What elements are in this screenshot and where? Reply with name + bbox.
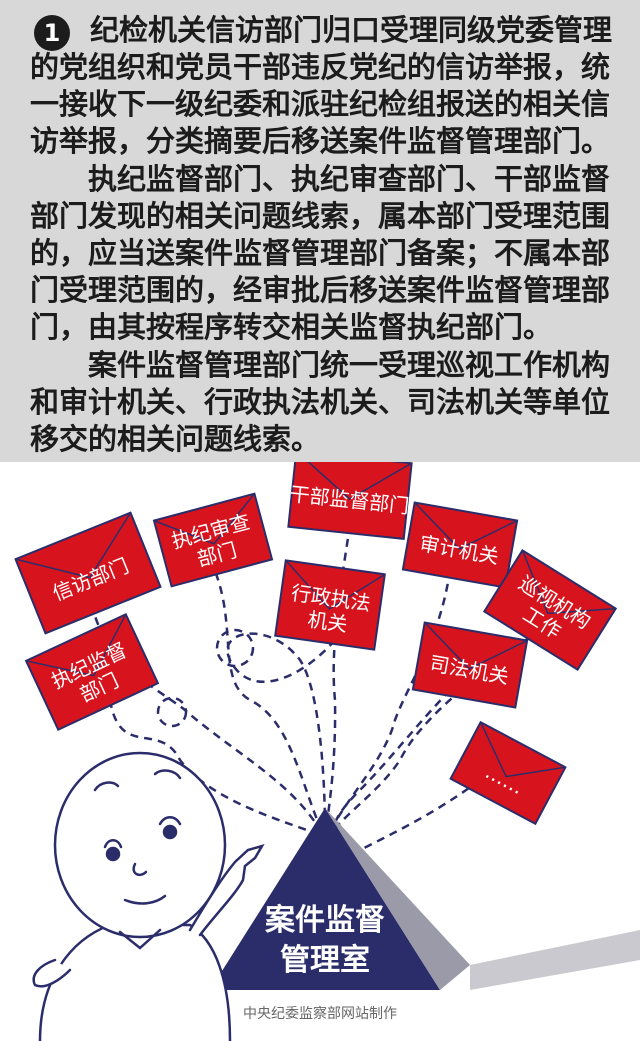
pyramid-label-2: 管理室 bbox=[280, 943, 370, 978]
envelope-ganbu: 干部监督部门 bbox=[287, 462, 413, 540]
illustration: 信访部门 执纪审查 部门 干部监督部门 审计机关 巡视机构 工作 行政执法 机关… bbox=[14, 462, 640, 1041]
cartoon-character bbox=[32, 751, 265, 1041]
step-number-badge: 1 bbox=[34, 15, 70, 51]
envelope-jiandu: 执纪监督 部门 bbox=[24, 612, 160, 732]
text-panel bbox=[0, 0, 640, 462]
envelope-xingzheng-label-2: 机关 bbox=[306, 607, 349, 636]
flow-lines bbox=[88, 524, 541, 852]
pyramid-label-1: 案件监督 bbox=[265, 903, 385, 938]
credit-text: 中央纪委监察部网站制作 bbox=[243, 1006, 397, 1022]
envelope-xinfang: 信访部门 bbox=[14, 511, 162, 635]
paragraph-2: 执纪监督部门、执纪审查部门、干部监督部门发现的相关问题线索，属本部门受理范围的，… bbox=[30, 162, 611, 344]
envelope-shenji: 审计机关 bbox=[401, 501, 519, 589]
paragraph-3: 案件监督管理部门统一受理巡视工作机构和审计机关、行政执法机关、司法机关等单位移交… bbox=[30, 348, 611, 456]
envelope-xingzheng: 行政执法 机关 bbox=[274, 559, 386, 651]
envelope-shencha: 执纪审查 部门 bbox=[152, 492, 274, 588]
paragraph-1: 纪检机关信访部门归口受理同级党委管理的党组织和党员干部违反党纪的信访举报，统一接… bbox=[30, 13, 613, 158]
envelope-more: …… bbox=[449, 720, 567, 826]
pyramid: 案件监督 管理室 bbox=[210, 808, 640, 990]
envelope-sifa: 司法机关 bbox=[411, 621, 529, 709]
